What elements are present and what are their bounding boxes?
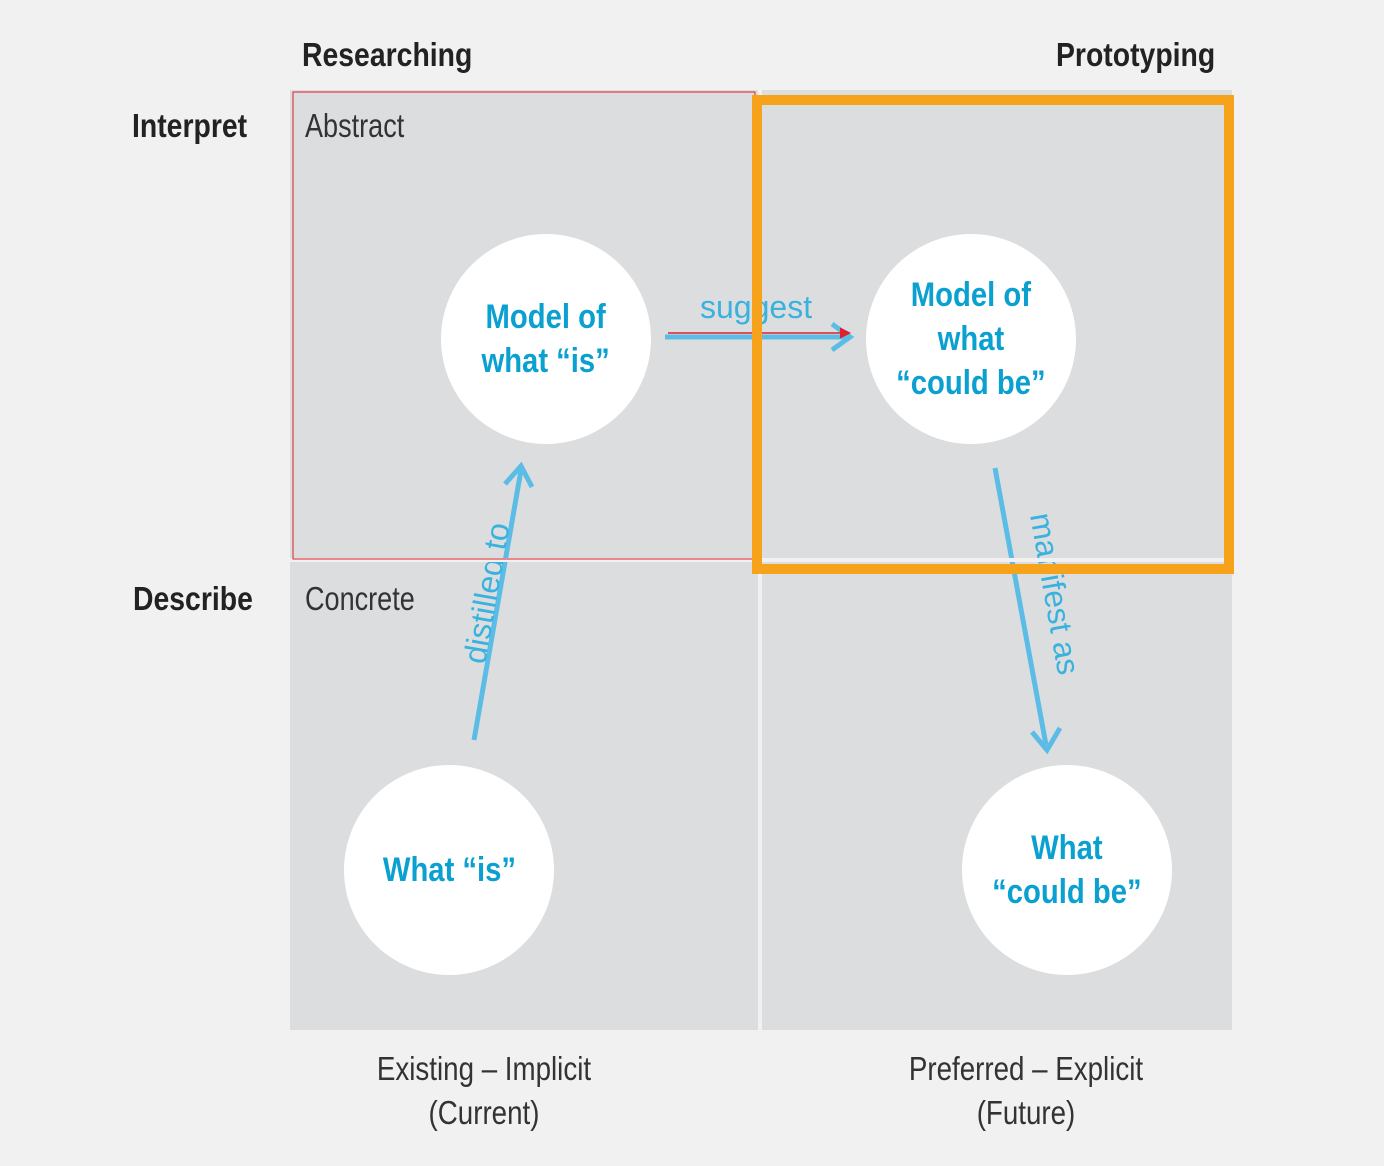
axis-label-existing-implicit: Existing – Implicit (Current)	[376, 1050, 592, 1131]
node-what-is-label: What “is”	[382, 851, 516, 889]
node-model-of-what-is: Model of what “is”	[441, 234, 651, 444]
row-heading-describe: Describe	[133, 580, 253, 617]
arrow-distilled-to-head	[503, 461, 535, 489]
column-heading-researching: Researching	[302, 36, 473, 73]
node-what-is: What “is”	[344, 765, 554, 975]
annotation-orange-highlight-box	[752, 95, 1234, 574]
node-what-could-be: What “could be”	[962, 765, 1172, 975]
quadrant-label-concrete: Concrete	[305, 580, 415, 617]
row-heading-interpret: Interpret	[132, 107, 248, 144]
node-model-of-what-could-be: Model of what “could be”	[866, 234, 1076, 444]
node-model-of-what-is-label: Model of what “is”	[481, 298, 611, 380]
arrow-manifest-as-head	[1030, 726, 1063, 755]
arrow-suggest-head	[830, 321, 855, 353]
edge-label-manifest-as: manifest as	[1023, 510, 1087, 677]
quadrant-label-abstract: Abstract	[305, 107, 405, 144]
node-what-could-be-label: What “could be”	[992, 829, 1142, 911]
edge-label-distilled-to: distilled to	[456, 520, 516, 666]
node-model-of-what-could-be-label: Model of what “could be”	[896, 276, 1046, 402]
arrow-distilled-to	[471, 469, 524, 741]
arrow-manifest-as	[992, 467, 1049, 746]
column-heading-prototyping: Prototyping	[1056, 36, 1216, 73]
annotation-red-box	[292, 91, 756, 560]
axis-label-preferred-explicit: Preferred – Explicit (Future)	[908, 1050, 1144, 1131]
annotation-red-arrow-head	[839, 327, 852, 339]
